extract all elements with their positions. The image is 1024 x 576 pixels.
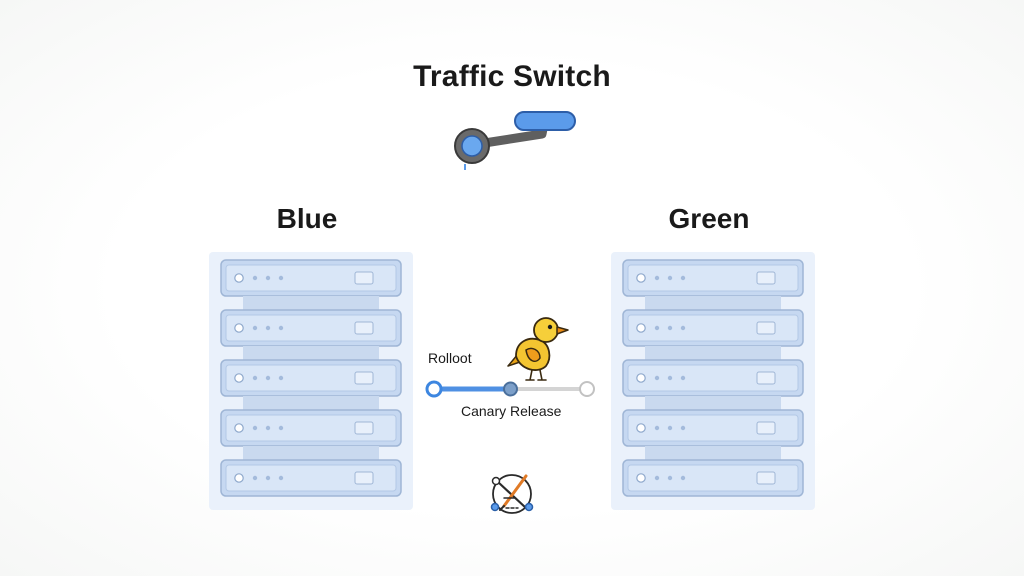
green-server-unit [622, 296, 804, 347]
green-server-unit [622, 396, 804, 447]
progress-end-node [579, 381, 595, 397]
rollout-label: Rolloot [428, 350, 472, 366]
canary-bird-icon [507, 317, 569, 381]
green-server-unit [622, 346, 804, 397]
blue-server-unit [220, 396, 402, 447]
blue-server-unit [220, 346, 402, 397]
progress-knob [503, 381, 518, 397]
blue-server-unit [220, 259, 402, 297]
rollout-progress-track[interactable] [424, 376, 600, 402]
blue-server-rack [209, 252, 413, 510]
green-server-unit [622, 446, 804, 497]
blue-server-unit [220, 296, 402, 347]
green-env-label: Green [668, 203, 750, 234]
canary-release-label: Canary Release [461, 403, 562, 419]
blue-env-label: Blue [276, 203, 338, 234]
green-server-unit [622, 259, 804, 297]
green-server-stack [622, 259, 804, 497]
progress-start-node [425, 380, 443, 398]
blue-server-stack [220, 259, 402, 497]
diagram-title: Traffic Switch [413, 60, 611, 93]
blue-server-unit [220, 446, 402, 497]
green-server-rack [611, 252, 815, 510]
lever-switch-icon[interactable] [448, 106, 580, 178]
rollback-tools-icon[interactable] [486, 468, 538, 516]
